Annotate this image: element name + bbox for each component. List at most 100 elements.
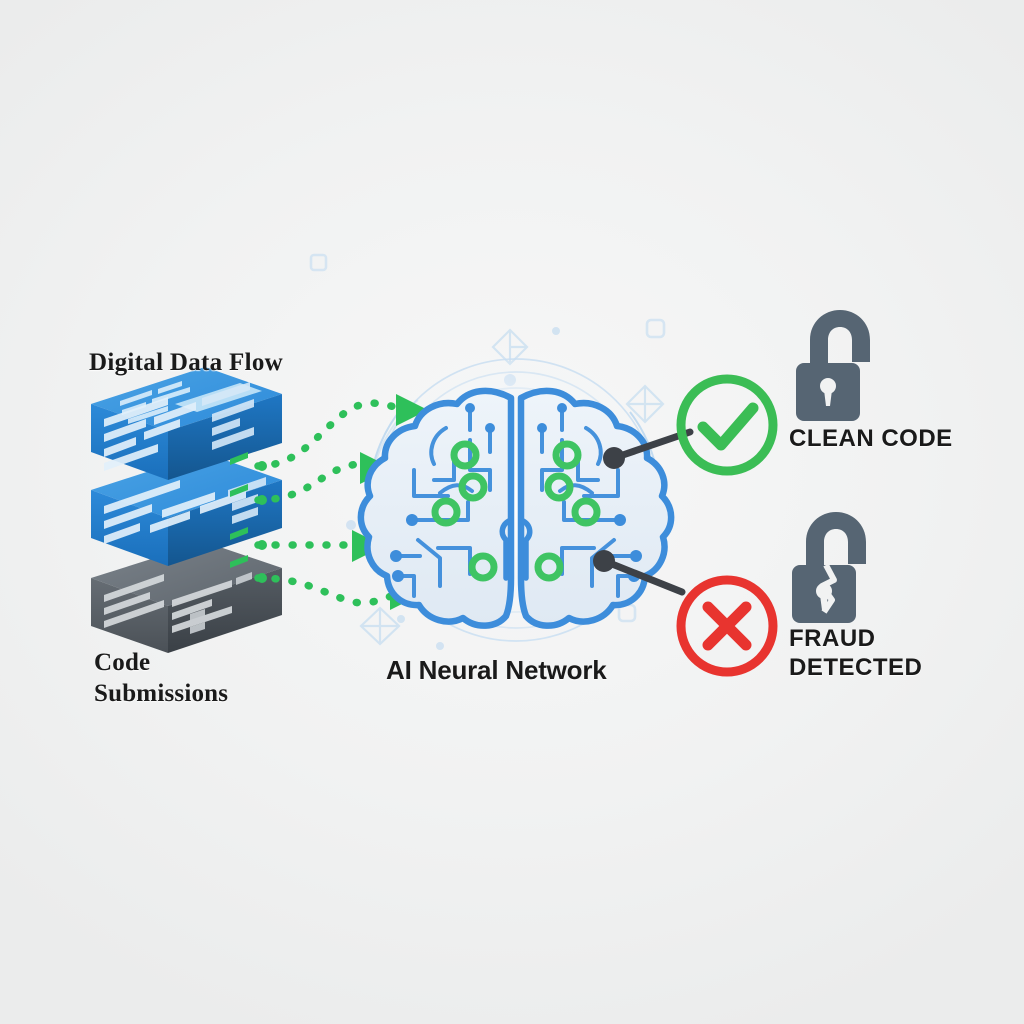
brain-circuit-trace xyxy=(582,468,620,498)
source-top-label: Digital Data Flow xyxy=(89,349,283,376)
brain-glow xyxy=(370,354,662,646)
flow-arrowheads xyxy=(352,394,428,610)
server-unit-top[interactable] xyxy=(91,367,282,480)
brain-circuit-trace xyxy=(560,546,596,576)
decoration-diamond-cross-outline xyxy=(359,606,401,646)
processor-label: AI Neural Network xyxy=(386,655,607,685)
brain-circuit-trace xyxy=(410,500,470,522)
brain-circuit-trace xyxy=(438,483,474,495)
decoration-diamond-outline xyxy=(625,384,665,424)
neural-node xyxy=(458,472,488,502)
lock-crack xyxy=(819,563,837,614)
server-face-front xyxy=(91,490,168,566)
flow-path-4 xyxy=(254,574,406,607)
brain-circuit-trace xyxy=(436,546,472,576)
brain-hemisphere-right xyxy=(517,387,675,629)
server-face-side xyxy=(168,394,282,480)
aura-arc xyxy=(368,399,419,601)
server-unit-bottom[interactable] xyxy=(91,542,282,653)
server-face-side xyxy=(168,568,282,653)
decoration-dot xyxy=(436,642,444,650)
decoration-square-outline xyxy=(645,318,666,339)
decoration-diamond-outline xyxy=(491,328,529,366)
brain-circuit-trace xyxy=(412,468,450,498)
connector-dot-fraud xyxy=(593,550,615,572)
decoration-dot xyxy=(636,518,646,528)
connector-dot-clean xyxy=(603,447,625,469)
brain-circuit-trace xyxy=(590,538,616,588)
brain-circuit-trace xyxy=(558,483,594,495)
aura-arc xyxy=(629,411,661,589)
decoration-dot xyxy=(552,327,560,335)
server-unit-middle[interactable] xyxy=(91,453,282,566)
server-face-top xyxy=(91,453,282,518)
server-activity-indicators xyxy=(230,452,248,568)
source-bottom-label: Code Submissions xyxy=(94,649,229,707)
brain-hemisphere-left xyxy=(357,387,515,629)
decoration-square-outline xyxy=(309,253,328,272)
decoration-dot xyxy=(636,474,646,484)
flow-path-1 xyxy=(254,399,410,470)
outcome-fraud-label: FRAUD DETECTED xyxy=(789,625,923,682)
server-face-front xyxy=(91,404,168,480)
brain-junction-dots xyxy=(390,403,642,582)
connector-line-fraud xyxy=(603,558,686,596)
neural-node xyxy=(431,497,461,527)
arrowhead xyxy=(396,394,428,426)
decoration-diamond-cross-outline xyxy=(361,608,399,644)
server-face-front xyxy=(91,578,168,653)
outcome-clean-label: CLEAN CODE xyxy=(789,425,953,452)
brain-circuit-trace xyxy=(468,438,492,492)
brain-stem xyxy=(518,517,533,581)
brain-circuit-trace xyxy=(576,453,600,482)
server-face-side xyxy=(168,480,282,566)
broken-padlock-icon xyxy=(792,512,866,623)
arrowhead xyxy=(360,452,392,484)
flow-path-2 xyxy=(254,459,402,504)
aura-ring xyxy=(403,387,629,613)
brain-circuit-trace xyxy=(584,426,603,466)
server-screen-panel xyxy=(175,383,262,412)
unlocked-padlock-icon xyxy=(796,310,870,421)
neural-node xyxy=(552,440,582,470)
brain-circuit-trace xyxy=(416,538,442,588)
brain-neural-nodes xyxy=(431,440,601,582)
neural-node xyxy=(544,472,574,502)
brain-circuit-trace xyxy=(432,453,456,482)
aura-ring xyxy=(374,358,658,642)
brain-stem xyxy=(499,517,514,581)
connector-line-clean xyxy=(613,428,694,461)
aura-ring xyxy=(387,371,645,629)
neural-node xyxy=(450,440,480,470)
arrowhead xyxy=(352,530,384,562)
decoration-diamond-outline xyxy=(627,386,663,422)
arrowhead xyxy=(390,578,422,610)
decoration-dot xyxy=(504,374,516,386)
neural-node xyxy=(534,552,564,582)
decoration-dot xyxy=(346,520,356,530)
x-circle-icon[interactable] xyxy=(676,575,778,677)
decoration-dot xyxy=(405,556,415,566)
flow-origin-dots xyxy=(257,461,267,583)
check-circle-icon[interactable] xyxy=(676,374,778,476)
server-face-top xyxy=(91,542,282,606)
brain-circuit-trace xyxy=(429,426,448,466)
decoration-square-outline xyxy=(617,603,637,623)
brain-circuit-trace xyxy=(562,500,622,522)
neural-node xyxy=(571,497,601,527)
decoration-diamond-outline xyxy=(508,330,527,364)
decoration-dot xyxy=(397,615,405,623)
brain-circuit-trace xyxy=(616,574,636,598)
brain-circuit-trace xyxy=(540,438,564,492)
aura-arc xyxy=(368,407,403,593)
decoration-diamond-outline xyxy=(598,561,636,599)
